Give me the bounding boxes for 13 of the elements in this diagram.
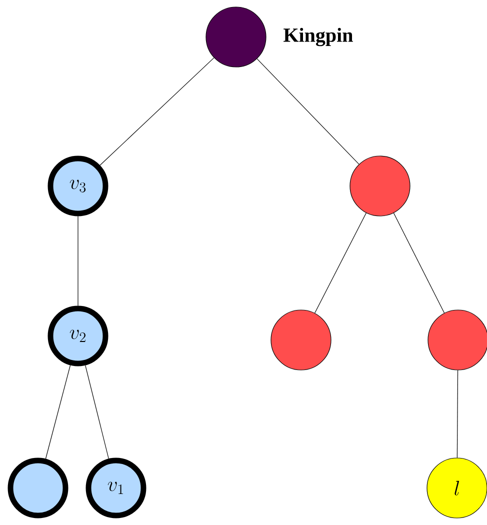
vertex-label: Kingpin: [284, 28, 353, 46]
vertex-circle: [8, 458, 68, 518]
vertex-circle: [270, 310, 332, 370]
edge-line: [100, 58, 214, 166]
vertex-circle: [428, 310, 487, 370]
edge-line: [314, 212, 366, 314]
edge-line: [256, 58, 360, 165]
vertex-circle: [206, 6, 266, 68]
vertex-circle: [350, 156, 410, 216]
edge-line: [393, 212, 445, 314]
edge-line: [45, 364, 71, 460]
edge-line: [456, 370, 458, 458]
edge-line: [85, 365, 109, 459]
